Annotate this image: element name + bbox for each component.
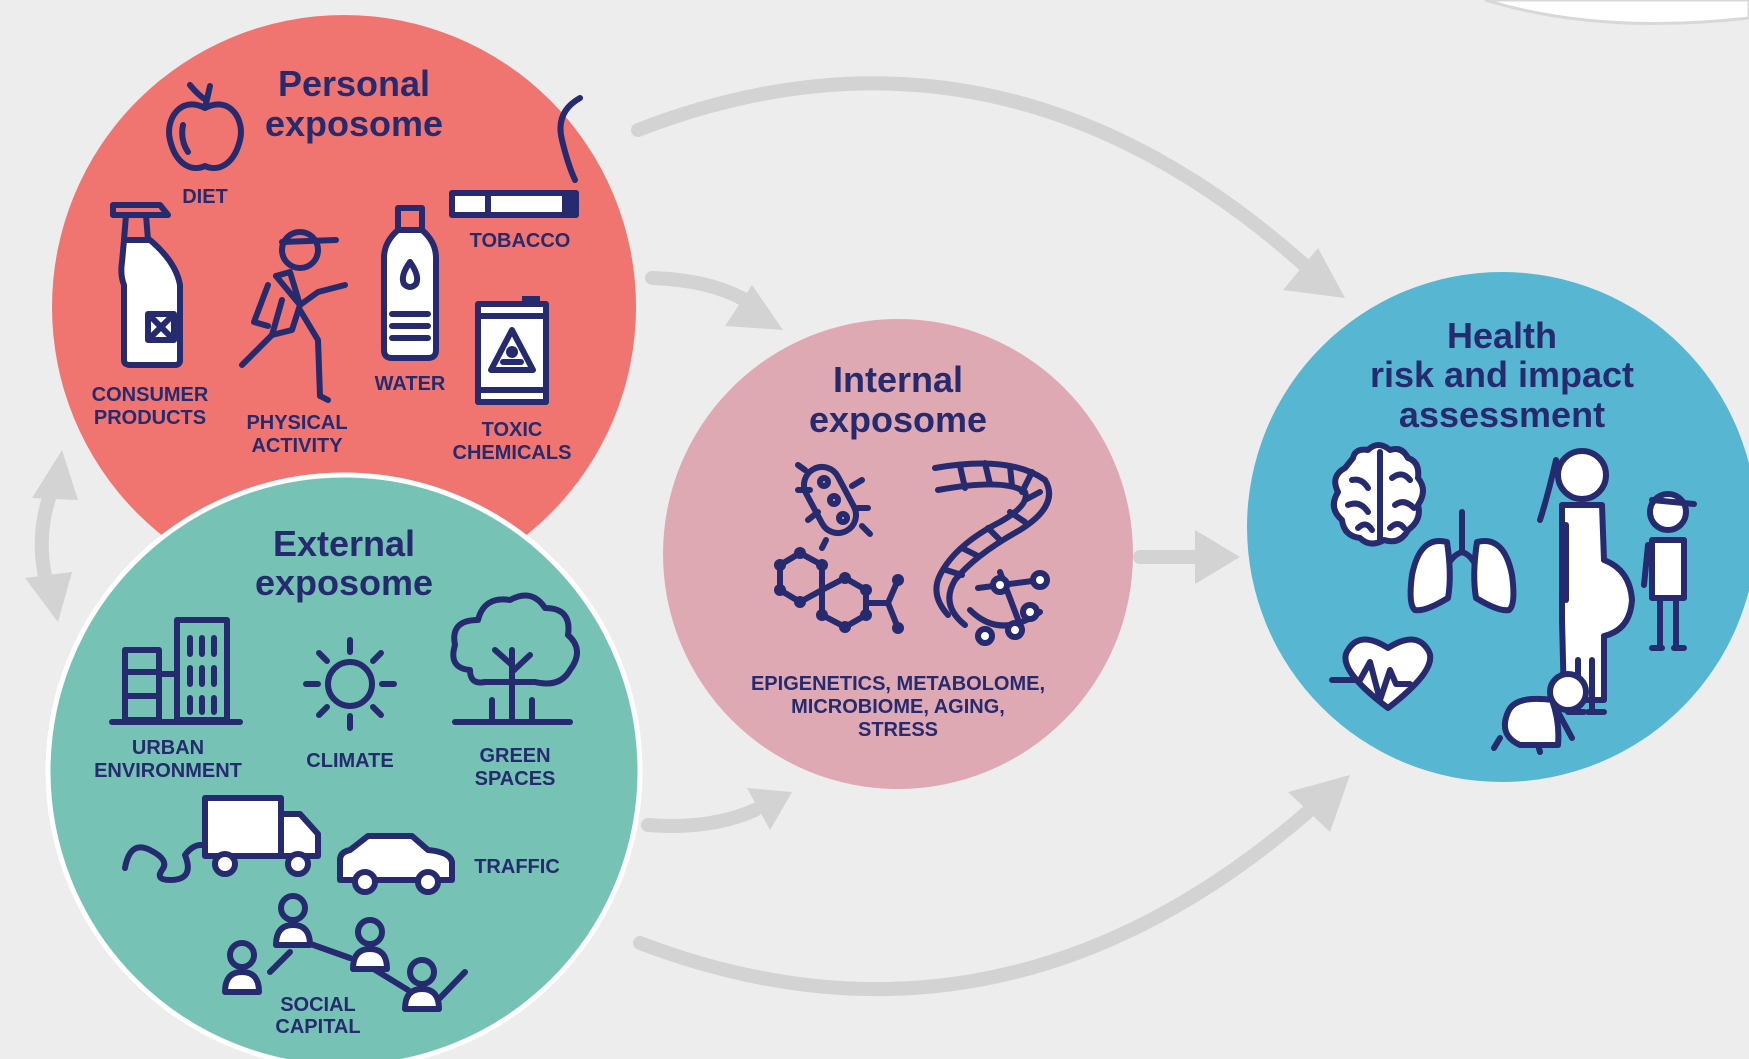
baby-icon [1491,671,1589,755]
arrow-personal-to-internal-head [725,285,783,330]
green-label-2: SPACES [475,768,556,790]
consumer-label-1: CONSUMER [92,384,209,406]
spray-bottle-icon [110,202,183,368]
personal-circle [52,15,636,599]
smoke-icon [557,95,583,183]
arrow-bidir-top-head [32,450,78,500]
cigarette-icon [449,190,579,218]
internal-title-line1: Internal [833,359,963,400]
internal-desc-line3: STRESS [858,719,938,741]
people-network-icon [222,893,468,1012]
internal-desc-line1: EPIGENETICS, METABOLOME, [751,673,1045,695]
internal-title-line2: exposome [809,399,987,440]
arrow-external-to-health-head [1288,775,1350,832]
car-icon [337,833,455,895]
toxic-label-2: CHEMICALS [453,442,572,464]
apple-icon [166,82,244,171]
climate-label: CLIMATE [306,750,393,772]
arrow-personal-to-health-head [1283,248,1345,298]
truck-icon [202,795,321,877]
traffic-label: TRAFFIC [474,856,560,878]
arrow-personal-to-health [631,76,1317,277]
arrow-bidir-bottom-head [25,572,72,622]
toxic-label-1: TOXIC [482,419,543,441]
sun-icon [303,637,397,731]
bacteria-icon [795,462,873,551]
child-icon [1641,491,1697,651]
consumer-label-2: PRODUCTS [94,407,206,429]
toxic-barrel-icon [475,296,549,405]
social-label-2: CAPITAL [275,1016,360,1038]
internal-circle [663,319,1133,789]
social-label-1: SOCIAL [280,994,356,1016]
health-title-line2: risk and impact [1370,354,1634,395]
buildings-icon [109,617,243,725]
physical-label-1: PHYSICAL [246,412,347,434]
exhaust-icon [122,842,221,883]
arrows [25,76,1350,997]
arrow-personal-to-internal [645,271,752,307]
health-assessment: Health risk and impact assessment [1247,272,1749,782]
dna-icon [932,460,1052,646]
urban-label-2: ENVIRONMENT [94,760,242,782]
molecule-icon [774,547,904,634]
water-label: WATER [375,373,446,395]
internal-exposome: Internal exposome [663,319,1133,789]
external-exposome: External exposome URBAN ENVIRONMENT CLIM… [45,472,643,1059]
physical-label-2: ACTIVITY [251,435,343,457]
heart-icon [1329,636,1434,711]
personal-title-line1: Personal [278,63,430,104]
corner-decoration [1484,0,1749,26]
runner-icon [239,229,348,403]
brain-icon [1330,442,1426,547]
personal-exposome: Personal exposome DIET TOBACCO CONSUMER … [52,15,636,599]
external-title-line2: exposome [255,562,433,603]
diet-label: DIET [182,186,228,208]
personal-title-line2: exposome [265,103,443,144]
tree-icon [450,592,580,725]
health-title-line1: Health [1447,315,1557,356]
internal-desc-line2: MICROBIOME, AGING, [791,696,1005,718]
green-label-1: GREEN [479,745,550,767]
arrow-external-to-internal [641,803,762,833]
urban-label-1: URBAN [132,737,204,759]
tobacco-label: TOBACCO [470,230,571,252]
arrow-external-to-health [633,803,1317,997]
external-title-line1: External [273,523,415,564]
health-title-line3: assessment [1399,394,1605,435]
arrow-internal-to-health-head [1195,530,1240,584]
lungs-icon [1407,509,1517,614]
arrow-external-to-internal-head [747,788,792,830]
water-bottle-icon [381,205,439,361]
